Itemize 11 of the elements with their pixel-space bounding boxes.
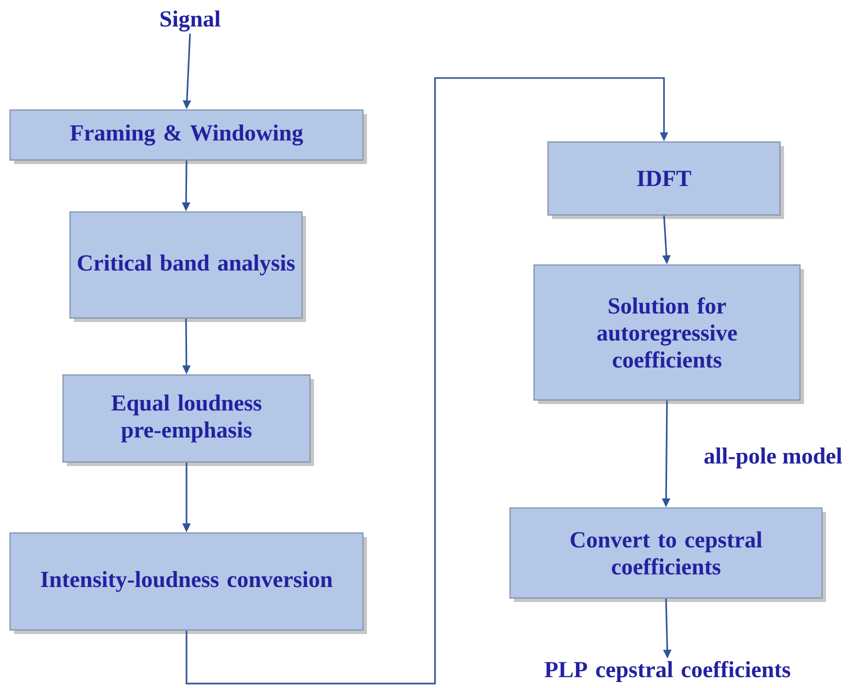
arrow <box>186 77 668 684</box>
process-box: Convert to cepstral coefficients <box>509 507 826 602</box>
process-box: Equal loudness pre-emphasis <box>62 374 314 466</box>
process-box: Solution for autoregressive coefficients <box>533 264 804 404</box>
terminal-label: Signal <box>160 10 220 32</box>
edge-label: all-pole model <box>702 446 844 470</box>
process-box: Critical band analysis <box>69 211 306 322</box>
process-box: Framing & Windowing <box>9 109 367 164</box>
terminal-label: PLP cepstral coefficients <box>544 660 790 682</box>
process-box: Intensity-loudness conversion <box>9 532 367 634</box>
process-box: IDFT <box>547 141 784 219</box>
